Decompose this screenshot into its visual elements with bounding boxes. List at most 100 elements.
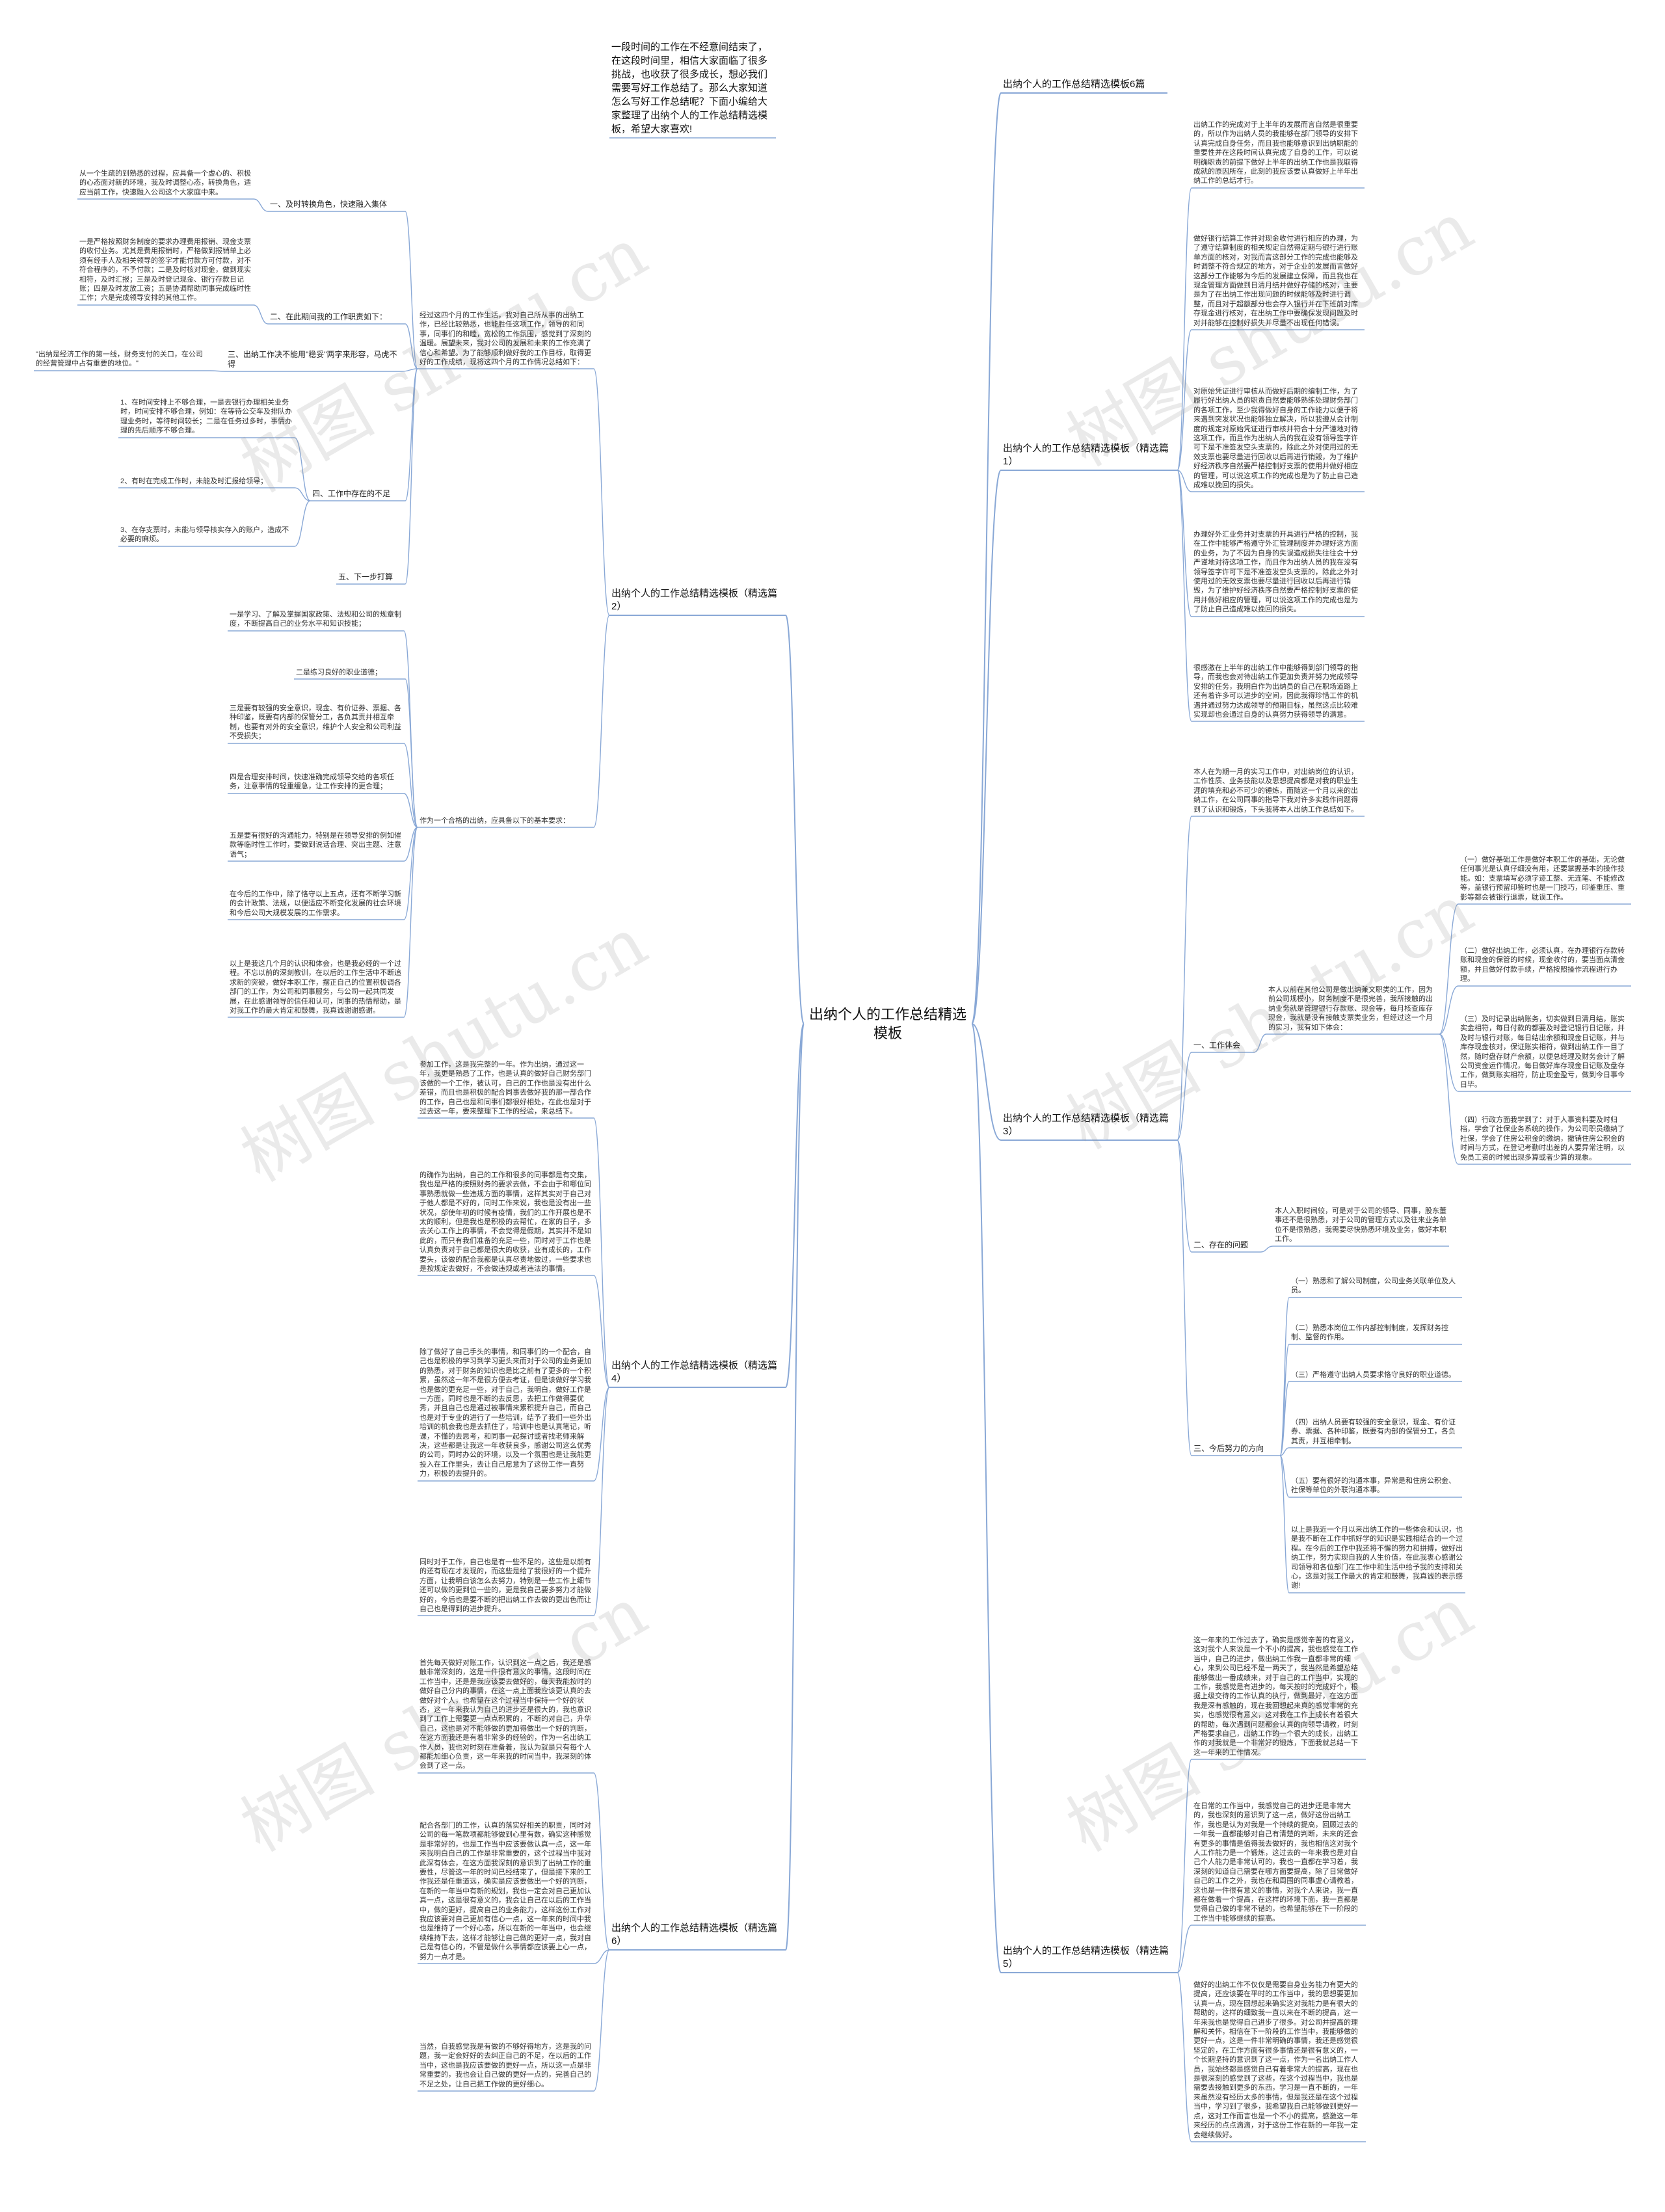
p2-s2-text: 一是严格按照财务制度的要求办理费用报销、现金支票的收付业务。尤其是费用报销时，严…	[79, 238, 251, 302]
p2-s5-item-5: 五是要有很好的沟通能力，特别是在领导安排的例如催款等临时性工作时，要做到说话合理…	[230, 832, 401, 859]
p6-text-1: 首先每天做好对账工作，认识到这一点之后，我还是感触非常深刻的，这是一件很有意义的…	[420, 1659, 591, 1770]
connector-line	[1177, 816, 1192, 1141]
branch-p6[interactable]: 出纳个人的工作总结精选模板（精选篇6）	[611, 1923, 778, 1947]
intro-text: 一段时间的工作在不经意间结束了，在这段时间里，相信大家面临了很多挑战，也收获了很…	[611, 42, 768, 135]
root-title[interactable]: 出纳个人的工作总结精选模板	[808, 1006, 966, 1041]
p4-text-3: 除了做好了自己手头的事情，和同事们的一个配合，自己也是积极的学习到学习更头来而对…	[420, 1348, 591, 1478]
connector-line	[785, 1023, 805, 1951]
p2-sub-5[interactable]: 五、下一步打算	[338, 572, 393, 581]
connector-line	[1177, 470, 1192, 617]
p1-text-3: 对原始凭证进行审核从而做好后期的编制工作，为了履行好出纳人员的职责自然要能够熟练…	[1193, 388, 1358, 490]
p5-text-3: 做好的出纳工作不仅仅是需要自身业务能力有更大的提高，还应该要在平时的工作当中，我…	[1193, 1981, 1358, 2139]
connector-line	[405, 678, 418, 828]
p2-s5-item-6: 在今后的工作中，除了恪守以上五点，还有不断学习新的会计政策、法规，以便适应不断变…	[230, 890, 401, 917]
p6-text-3: 当然，自我感觉我是有做的不够好得地方，这是我的问题，我一定会好好的去纠正自己的不…	[420, 2043, 591, 2088]
p3-dir-item-2: （二）熟悉本岗位工作内部控制制度，发挥财务控制、监督的作用。	[1291, 1324, 1448, 1342]
p3-work-text: 本人以前在其他公司是做出纳兼文职类的工作，因为前公司规模小，财务制度不是很完善，…	[1268, 986, 1433, 1032]
p1-text-5: 很感激在上半年的出纳工作中能够得到部门领导的指导，而我也会对待出纳工作更加负责并…	[1193, 664, 1358, 719]
p4-text-2: 的确作为出纳，自己的工作和很多的同事都是有交集，我也是严格的按照财务的要求去做，…	[420, 1171, 591, 1273]
p2-sub-4[interactable]: 四、工作中存在的不足	[312, 489, 391, 498]
connector-line	[1279, 1297, 1290, 1456]
connector-line	[1439, 985, 1459, 1035]
connector-line	[253, 198, 269, 212]
connector-line	[785, 615, 805, 1024]
p3-work-item-3: （三）及时记录出纳账务，切实做到日清月结，账实实金相符，每日付款的都要及时登记银…	[1460, 1015, 1625, 1089]
connector-line	[593, 368, 610, 616]
connector-line	[971, 92, 1002, 1024]
connector-line	[253, 304, 269, 325]
p2-s1-text: 从一个生疏的到熟悉的过程，应具备一个虚心的、积极的心态面对新的环境，我及时调整心…	[79, 170, 251, 196]
connector-line	[403, 827, 418, 920]
p2-s5-item-3: 三是要有较强的安全意识，现金、有价证券、票据、各种印鉴，既要有内部的保管分工，各…	[230, 704, 401, 741]
branch-overview[interactable]: 出纳个人的工作总结精选模板6篇	[1003, 79, 1145, 90]
p3-issue-text: 本人入职时间较，可是对于公司的领导、同事，股东董事还不是很熟悉，对于公司的管理方…	[1275, 1207, 1446, 1244]
p6-text-2: 配合各部门的工作，认真的落实好相关的职责，同时对公司的每一笔款项都能够做到心里有…	[420, 1822, 591, 1961]
connector-line	[1177, 1139, 1192, 1253]
p2-s5-item-2: 二是练习良好的职业道德；	[296, 669, 382, 676]
connector-line	[1177, 1972, 1192, 2142]
p2-s5-item-7: 以上是我这几个月的认识和体会，也是我必经的一个过程。不忘以前的深刻教训，在以后的…	[230, 960, 401, 1015]
connector-line	[971, 470, 1002, 1024]
branch-p1[interactable]: 出纳个人的工作总结精选模板（精选篇1）	[1003, 443, 1169, 467]
p3-work-item-2: （二）做好出纳工作，必须认真，在办理银行存款转账和现金的保管的时候，现金收付的，…	[1460, 947, 1625, 983]
connector-line	[593, 1387, 610, 1616]
connector-line	[1439, 1033, 1459, 1165]
connector-line	[1260, 1246, 1273, 1253]
p3-work-item-4: （四）行政方面我学到了：对于人事资料要及时归档，学会了社保业务系统的操作，为公司…	[1460, 1116, 1625, 1162]
p3-sub-direction[interactable]: 三、今后努力的方向	[1193, 1444, 1264, 1453]
connector-line	[971, 1023, 1002, 1141]
p2-s3-text: "出纳是经济工作的第一线，财务支付的关口，在公司的经营管理中占有重要的地位。"	[36, 351, 203, 368]
p3-closing: 以上是我近一个月以来出纳工作的一些体会和认识，也是我不断在工作中抓好学的知识是实…	[1291, 1526, 1463, 1590]
p2-mid-text: 经过这四个月的工作生活，我对自己所从事的出纳工作，已经比较熟悉，也能胜任这项工作…	[420, 312, 591, 367]
branch-p3[interactable]: 出纳个人的工作总结精选模板（精选篇3）	[1003, 1113, 1169, 1137]
connector-line	[1177, 1925, 1192, 1973]
connector-line	[1439, 1033, 1459, 1092]
connector-line	[294, 487, 311, 501]
branch-p4[interactable]: 出纳个人的工作总结精选模板（精选篇4）	[611, 1360, 778, 1384]
p3-work-item-1: （一）做好基础工作是做好本职工作的基础，无论做任何事光是认真仔细没有用，还要掌握…	[1460, 856, 1625, 901]
p5-text-2: 在日常的工作当中，我感觉自己的进步还是非常大的，我也深刻的意识到了这一点，做好这…	[1193, 1802, 1358, 1923]
p1-text-4: 办理好外汇业务并对支票的开具进行严格的控制，我在工作中能够严格遵守外汇管理制度并…	[1193, 531, 1358, 614]
connector-line	[1177, 329, 1192, 471]
connector-line	[1279, 1447, 1290, 1456]
branch-p2[interactable]: 出纳个人的工作总结精选模板（精选篇2）	[611, 588, 778, 612]
p3-sub-issue[interactable]: 二、存在的问题	[1193, 1240, 1249, 1249]
connector-line	[403, 743, 418, 828]
connector-line	[405, 323, 418, 369]
connector-line	[785, 1023, 805, 1388]
p2-s4-item-3: 3、在存支票时，未能与领导核实存入的账户，造成不必要的麻烦。	[120, 526, 289, 544]
p3-sub-work[interactable]: 一、工作体会	[1193, 1041, 1241, 1050]
connector-line	[1439, 903, 1459, 1035]
connector-line	[294, 500, 311, 547]
p2-sub-1[interactable]: 一、及时转换角色，快速融入集体	[270, 200, 388, 209]
connector-line	[403, 827, 418, 862]
connector-line	[1177, 1139, 1192, 1456]
connector-line	[1177, 470, 1192, 492]
connector-line	[1177, 1759, 1192, 1973]
connector-line	[1177, 1052, 1192, 1141]
p1-text-2: 做好银行结算工作并对现金收付进行相应的办理，为了遵守结算制度的相关规定自然得定期…	[1193, 235, 1358, 327]
p2-s4-item-1: 1、在时间安排上不够合理，一是去银行办理相关业务时，时间安排不够合理，例如：在等…	[120, 399, 292, 435]
connector-line	[593, 1275, 610, 1388]
p3-dir-item-1: （一）熟悉和了解公司制度，公司业务关联单位及人员。	[1291, 1277, 1456, 1295]
p3-intro: 本人在为期一月的实习工作中，对出纳岗位的认识，工作性质、业务技能以及思想提高都是…	[1193, 768, 1358, 814]
branch-p5[interactable]: 出纳个人的工作总结精选模板（精选篇5）	[1003, 1945, 1169, 1969]
connector-line	[1177, 470, 1192, 722]
p2-sub-3[interactable]: 三、出纳工作决不能用"稳妥"两字来形容，马虎不得	[228, 350, 397, 369]
connector-line	[971, 1023, 1002, 1973]
connector-line	[403, 827, 418, 1018]
p2-mid-text-2: 作为一个合格的出纳，应具备以下的基本要求：	[420, 817, 570, 825]
p4-text-1: 参加工作，这是我完整的一年。作为出纳，通过这一年，我更是熟悉了工作，也是认真的做…	[420, 1061, 591, 1116]
connector-line	[593, 1772, 610, 1951]
p2-sub-2[interactable]: 二、在此期间我的工作职责如下：	[270, 312, 388, 321]
connector-line	[1279, 1455, 1290, 1593]
connector-line	[405, 368, 418, 501]
connector-line	[403, 793, 418, 828]
connector-line	[593, 1949, 610, 2092]
connector-line	[405, 211, 418, 369]
p3-dir-item-5: （五）要有很好的沟通本事，异常是和住房公积金、社保等单位的外联沟通本事。	[1291, 1477, 1456, 1495]
connector-line	[593, 615, 610, 828]
p1-text-1: 出纳工作的完成对于上半年的发展而言自然是很重要的，所以作为出纳人员的我能够在部门…	[1193, 121, 1358, 185]
connector-line	[401, 368, 418, 372]
